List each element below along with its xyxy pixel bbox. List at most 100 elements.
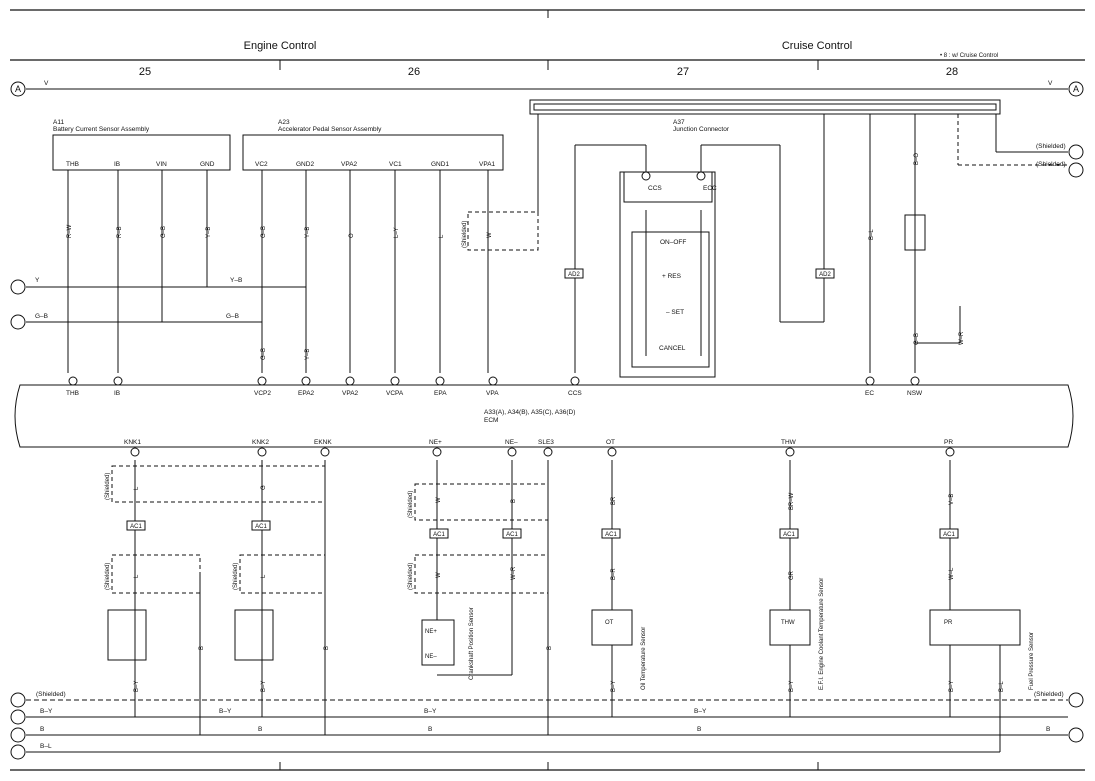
on-off-switch: ON–OFF [660, 239, 686, 246]
wire-ly: L–Y [394, 227, 400, 238]
a11-pin-gnd: GND [200, 161, 215, 168]
c35-thw: THW [781, 620, 795, 626]
a23-pin-gnd1: GND1 [431, 161, 449, 168]
ecm-epa2: EPA2 [298, 390, 315, 397]
wire-l: L [439, 234, 445, 238]
wire-gb-2: G–B [261, 226, 267, 238]
wire-bo: B–O [914, 153, 920, 165]
rail-g-wire: B–L [40, 743, 52, 750]
wire-gb-rail-2: G–B [226, 313, 239, 320]
wire-gb-3: G–B [261, 348, 267, 360]
a11-name: Battery Current Sensor Assembly [53, 126, 150, 133]
wire-wl: W–L [949, 567, 955, 580]
ac1-connector-4: AC1 [506, 532, 518, 538]
ecm-sle3: SLE3 [538, 439, 554, 446]
res-switch: + RES [662, 273, 682, 280]
a23-pin-vpa2: VPA2 [341, 161, 358, 168]
ac1-connector-1: AC1 [130, 524, 142, 530]
ac1-connector-6: AC1 [783, 532, 795, 538]
wire-ne-b: B [511, 499, 517, 503]
shielded-ne-2: (Shielded) [408, 563, 414, 590]
cruise-control-title: Cruise Control [782, 40, 852, 52]
ecm-ib: IB [114, 390, 120, 397]
rail-f-wire-3: B [428, 726, 432, 733]
wire-knk1-l: L [134, 486, 140, 490]
ecm-connectors: A33(A), A34(B), A35(C), A36(D) [484, 409, 575, 416]
wire-bl-2: B–L [999, 681, 1005, 692]
a23-pin-gnd2: GND2 [296, 161, 314, 168]
top-wire-left: V [44, 80, 49, 87]
ad2-connector-left: AD2 [568, 272, 580, 278]
ecm-vcp2: VCP2 [254, 390, 271, 397]
rail-f-wire-5: B [1046, 726, 1050, 733]
shielded-d: (Shielded) [36, 691, 66, 698]
ecm-label: ECM [484, 417, 498, 424]
rail-e-wire-4: B–Y [694, 708, 707, 715]
wire-gb: G–B [161, 226, 167, 238]
wire-ne-wr: W–R [511, 566, 517, 580]
rail-f-wire-2: B [258, 726, 262, 733]
a11-pin-thb: THB [66, 161, 79, 168]
a11-code: A11 [53, 119, 64, 126]
ecm-ccs: CCS [568, 390, 582, 397]
wire-knk2-g: G [261, 485, 267, 490]
c13-name: Crankshaft Position Sensor [469, 607, 475, 680]
ecm-nsw: NSW [907, 390, 923, 397]
ecm-vcpa: VCPA [386, 390, 404, 397]
wire-gb-4: G–B [914, 333, 920, 345]
wire-o: O [349, 233, 355, 238]
engine-control-title: Engine Control [244, 40, 317, 52]
c13-ne-minus: NE– [425, 654, 437, 660]
rail-a-right: A [1073, 84, 1079, 94]
c21-name: Oil Temperature Sensor [641, 627, 647, 690]
column-26: 26 [408, 66, 420, 78]
ecm-ec: EC [865, 390, 874, 397]
top-wire-right: V [1048, 80, 1053, 87]
ac1-connector-7: AC1 [943, 532, 955, 538]
column-27: 27 [677, 66, 689, 78]
ecm-thw: THW [781, 439, 797, 446]
wire-knk1-l-2: L [134, 574, 140, 578]
wire-by-5: B–Y [949, 681, 955, 692]
ecm-epa: EPA [434, 390, 447, 397]
wire-rw: R–W [67, 224, 73, 238]
ecm-thb: THB [66, 390, 79, 397]
wire-vb: V–B [949, 494, 955, 505]
set-switch: – SET [666, 309, 684, 316]
wire-wr: W–R [959, 331, 965, 345]
c10-pr: PR [944, 620, 953, 626]
rail-e-wire-2: B–Y [219, 708, 232, 715]
wire-gr: GR [789, 570, 795, 580]
ac1-connector-2: AC1 [255, 524, 267, 530]
shielded-ne: (Shielded) [408, 491, 414, 518]
shielded-knk1: (Shielded) [105, 563, 111, 590]
rail-f-wire: B [40, 726, 44, 733]
ecm-knk2: KNK2 [252, 439, 269, 446]
header-note: • 8 : w/ Cruise Control [940, 53, 998, 59]
wire-ne-w-2: W [436, 572, 442, 578]
wire-b-3: B [547, 646, 553, 650]
wire-b-2: B [324, 646, 330, 650]
ecm-eknk: EKNK [314, 439, 332, 446]
shielded-knk2: (Shielded) [233, 563, 239, 590]
ecm-ot: OT [606, 439, 615, 446]
wire-brw: BR–W [789, 492, 795, 510]
wire-yb-2: Y–B [305, 227, 311, 238]
ecc-pin: ECC [703, 185, 717, 192]
ecm-knk1: KNK1 [124, 439, 141, 446]
rail-e-wire-3: B–Y [424, 708, 437, 715]
wire-yb: Y–B [206, 227, 212, 238]
wire-by-2: B–Y [261, 681, 267, 692]
a23-name: Accelerator Pedal Sensor Assembly [278, 126, 382, 133]
a23-pin-vc1: VC1 [389, 161, 402, 168]
ccs-pin: CCS [648, 185, 662, 192]
c10-name: Fuel Pressure Sensor [1029, 632, 1035, 690]
a23-code: A23 [278, 119, 290, 126]
ecm-ne-plus: NE+ [429, 439, 442, 446]
wire-rb: R–B [117, 226, 123, 238]
shielded-c: (Shielded) [1036, 161, 1066, 168]
ad2-connector-right: AD2 [819, 272, 831, 278]
wire-by-1: B–Y [134, 681, 140, 692]
cancel-switch: CANCEL [659, 345, 686, 352]
